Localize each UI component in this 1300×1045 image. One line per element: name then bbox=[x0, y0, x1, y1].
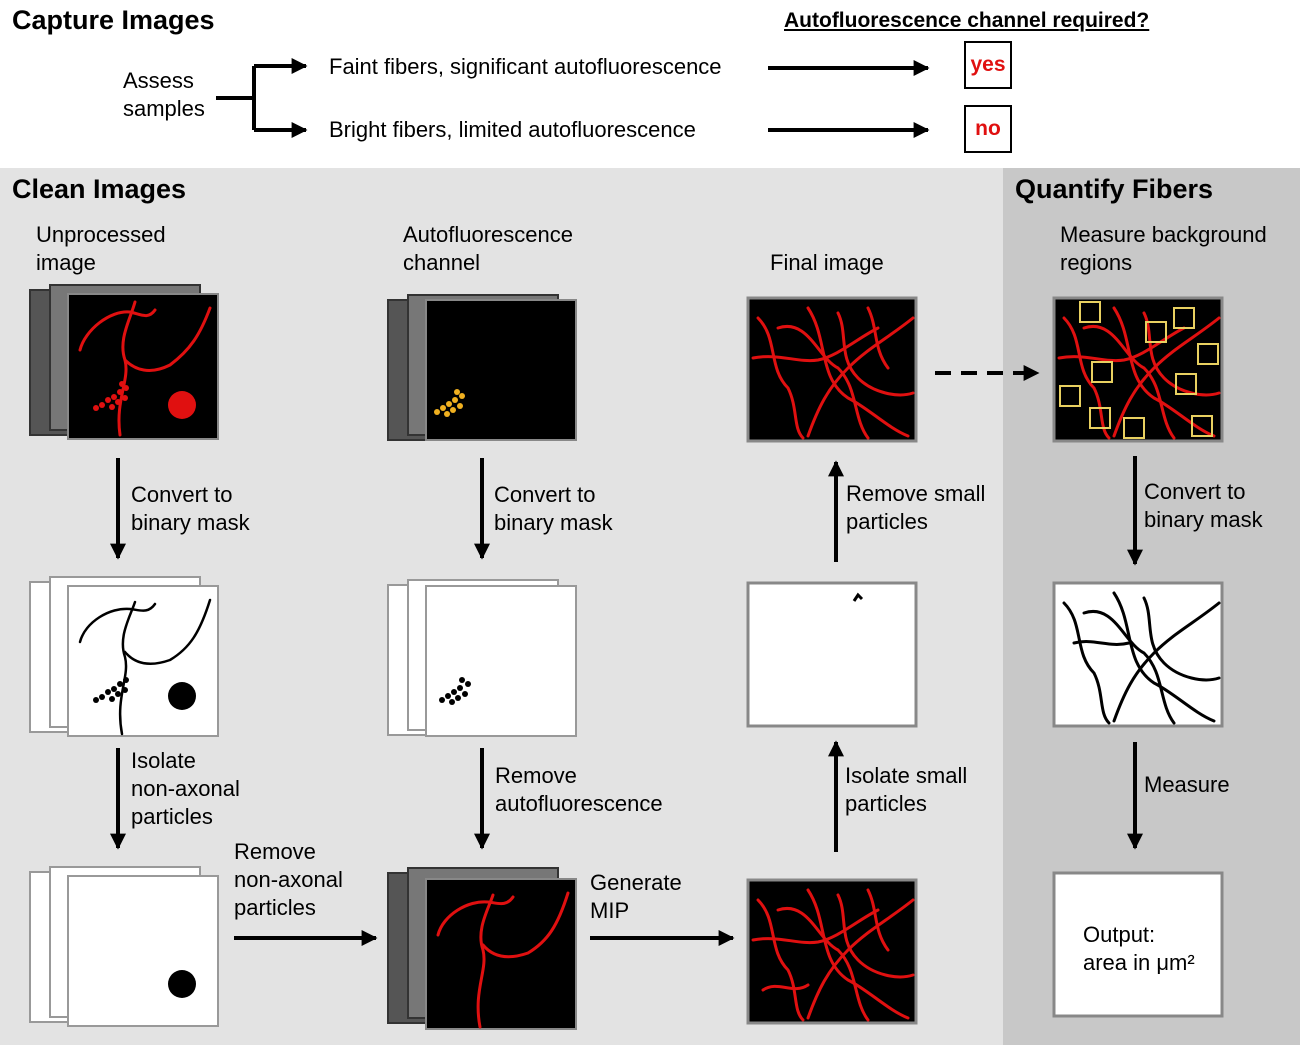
mip-image bbox=[746, 878, 918, 1025]
assess-branch-connector bbox=[216, 58, 308, 138]
non-axonal-particles-stack bbox=[29, 866, 219, 1027]
unprocessed-image-label: Unprocessed image bbox=[36, 222, 166, 275]
binary-mask-autofluorescence-stack bbox=[387, 579, 577, 737]
autofluorescence-removed-stack bbox=[387, 867, 577, 1030]
quantify-fibers-title: Quantify Fibers bbox=[1015, 174, 1214, 204]
unprocessed-image-stack bbox=[29, 284, 219, 440]
final-image bbox=[746, 296, 918, 443]
convert-binary-right-label: Convert to binary mask bbox=[1144, 479, 1263, 532]
isolate-small-particles-label: Isolate small particles bbox=[845, 763, 968, 816]
convert-binary-left-label: Convert to binary mask bbox=[131, 482, 250, 535]
remove-autofluorescence-label: Remove autofluorescence bbox=[495, 763, 663, 816]
measure-background-label: Measure background regions bbox=[1060, 222, 1267, 275]
autofluorescence-channel-stack bbox=[387, 294, 577, 441]
clean-images-title: Clean Images bbox=[12, 174, 187, 204]
background-regions-image bbox=[1052, 296, 1224, 443]
generate-mip-label: Generate MIP bbox=[590, 870, 682, 923]
answer-yes-badge: yes bbox=[964, 41, 1012, 89]
answer-no-badge: no bbox=[964, 105, 1012, 153]
convert-binary-mid-label: Convert to binary mask bbox=[494, 482, 613, 535]
branch-faint-label: Faint fibers, significant autofluorescen… bbox=[329, 54, 722, 79]
branch-bright-label: Bright fibers, limited autofluorescence bbox=[329, 117, 696, 142]
final-image-label: Final image bbox=[770, 250, 884, 275]
measure-label: Measure bbox=[1144, 772, 1230, 797]
assess-samples-label: Assess samples bbox=[123, 68, 205, 121]
autofluorescence-channel-label: Autofluorescence channel bbox=[403, 222, 573, 275]
capture-images-title: Capture Images bbox=[12, 5, 215, 35]
remove-nonaxonal-label: Remove non-axonal particles bbox=[234, 839, 343, 920]
small-particles-image bbox=[746, 581, 918, 728]
isolate-nonaxonal-label: Isolate non-axonal particles bbox=[131, 748, 240, 829]
binary-mask-fibers-image bbox=[1052, 581, 1224, 728]
output-area-label: Output: area in μm² bbox=[1083, 922, 1195, 975]
remove-small-particles-label: Remove small particles bbox=[846, 481, 986, 534]
autofluorescence-question: Autofluorescence channel required? bbox=[784, 9, 1150, 32]
binary-mask-unprocessed-stack bbox=[29, 576, 219, 737]
output-box bbox=[1052, 871, 1224, 1018]
